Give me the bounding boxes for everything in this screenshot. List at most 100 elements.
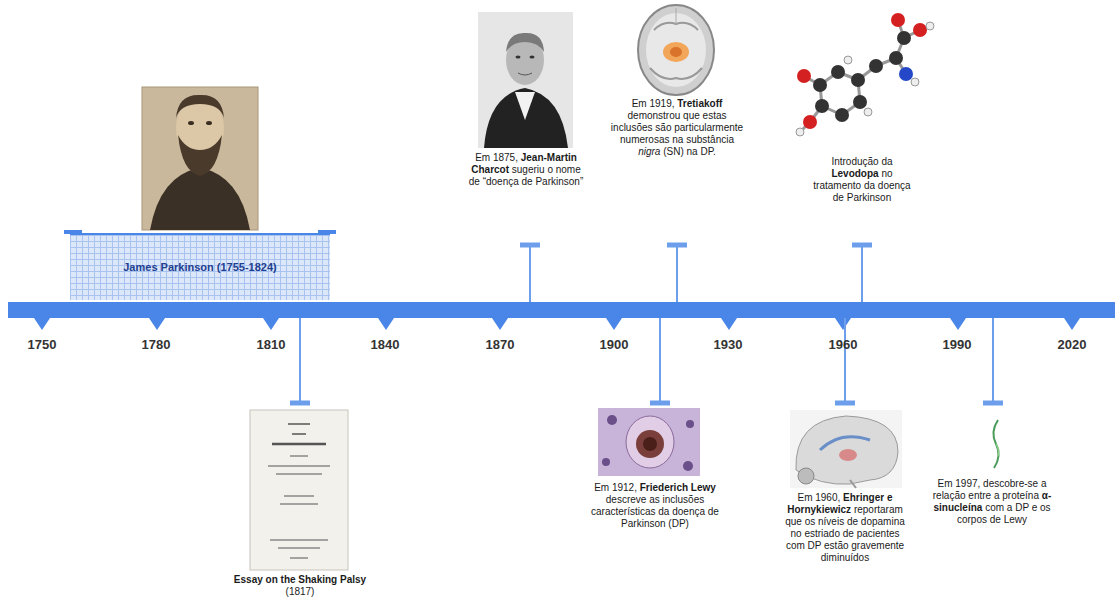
text-run: 1960, — [815, 492, 840, 503]
year-tick — [34, 318, 1080, 330]
text-run: diminuídos — [821, 552, 869, 563]
text-run: Parkinson — [847, 192, 891, 203]
text-run: 1919, — [649, 98, 674, 109]
text-run: Parkinson — [621, 518, 665, 529]
alpha-synuclein-strand — [993, 420, 998, 468]
text-run: Em — [594, 482, 609, 493]
text-run: a — [994, 490, 1000, 501]
text-run: Em — [632, 98, 647, 109]
text-run: com — [786, 540, 805, 551]
text-run: 1912, — [612, 482, 637, 493]
text-run: e — [887, 492, 893, 503]
year-label: 1900 — [584, 337, 644, 352]
text-run: no — [881, 168, 892, 179]
text-run: proteína — [1002, 490, 1039, 501]
text-run: Em — [797, 492, 812, 503]
text-run: de — [708, 506, 719, 517]
text-run: descreve — [606, 494, 647, 505]
year-label: 1870 — [470, 337, 530, 352]
portrait-charcot — [478, 12, 573, 148]
text-run: Lewy — [1004, 514, 1027, 525]
event-note: Em 1997, descobre-se a relação entre a p… — [924, 478, 1060, 526]
text-run: inclusões — [663, 494, 705, 505]
text-run: Hornykiewicz — [787, 504, 851, 515]
text-run: pacientes — [857, 528, 900, 539]
event-note: Em 1875, Jean-Martin Charcot sugeriu o n… — [466, 152, 586, 188]
text-run: os — [805, 516, 816, 527]
text-run: demonstrou — [628, 110, 681, 121]
event-note: Em 1919, Tretiakoff demonstrou que estas… — [610, 98, 744, 158]
essay-year: (1817) — [250, 586, 350, 598]
text-run: inclusões — [611, 122, 653, 133]
year-label: 1750 — [12, 337, 72, 352]
brain-axial-scan — [638, 5, 714, 95]
text-run: Em — [938, 478, 953, 489]
text-run: nome — [556, 164, 581, 175]
text-run: doença — [672, 506, 705, 517]
event-stem — [520, 245, 872, 303]
text-run: de — [990, 514, 1001, 525]
text-run: que — [785, 516, 802, 527]
year-label: 1990 — [927, 337, 987, 352]
year-label: 1930 — [698, 337, 758, 352]
text-run: de — [469, 176, 480, 187]
timeline-bar — [8, 302, 1115, 318]
text-run: nigra — [638, 146, 660, 157]
text-run: (DP) — [668, 518, 689, 529]
life-span-band: James Parkinson (1755-1824) — [70, 233, 330, 300]
text-run: de — [522, 176, 533, 187]
text-run: e — [1032, 502, 1038, 513]
text-run: na — [672, 134, 683, 145]
text-run: Introdução — [831, 156, 878, 167]
text-run: (SN) — [663, 146, 684, 157]
text-run: Parkinson” — [535, 176, 583, 187]
year-label: 1840 — [355, 337, 415, 352]
text-run: de — [847, 516, 858, 527]
text-run: Lewy — [691, 482, 716, 493]
text-run: reportaram — [854, 504, 903, 515]
text-run: estão — [824, 540, 848, 551]
text-run: descobre-se — [983, 478, 1038, 489]
text-run: no — [791, 528, 802, 539]
text-run: sugeriu — [512, 164, 545, 175]
text-run: os — [1040, 502, 1051, 513]
text-run: níveis — [818, 516, 844, 527]
text-run: gravemente — [851, 540, 904, 551]
year-label: 1810 — [241, 337, 301, 352]
text-run: Jean-Martin — [521, 152, 577, 163]
text-run: Levodopa — [831, 168, 878, 179]
text-run: que — [683, 110, 700, 121]
text-run: particularmente — [674, 122, 743, 133]
text-run: Tretiakoff — [677, 98, 722, 109]
text-run: de — [833, 192, 844, 203]
essay-page — [250, 410, 348, 570]
year-label: 1780 — [126, 337, 186, 352]
text-run: na — [687, 146, 698, 157]
event-stem — [290, 318, 1003, 403]
essay-title: Essay on the Shaking Palsy — [200, 574, 400, 586]
text-run: tratamento — [813, 180, 861, 191]
text-run: doença — [878, 180, 911, 191]
band-label: James Parkinson (1755-1824) — [115, 257, 284, 278]
year-label: 1960 — [813, 337, 873, 352]
text-run: Friederich — [640, 482, 688, 493]
text-run: DP — [808, 540, 822, 551]
text-run: da — [881, 156, 892, 167]
text-run: relação — [933, 490, 966, 501]
text-run: Charcot — [471, 164, 509, 175]
lewy-body-micrograph — [598, 408, 700, 476]
text-run: Ehringer — [843, 492, 884, 503]
text-run: a — [1007, 502, 1013, 513]
text-run: estriado — [804, 528, 840, 539]
text-run: 1997, — [955, 478, 980, 489]
text-run: características — [591, 506, 655, 517]
text-run: as — [649, 494, 660, 505]
text-run: o — [547, 164, 553, 175]
text-run: DP. — [700, 146, 715, 157]
text-run: Em — [475, 152, 490, 163]
text-run: de — [843, 528, 854, 539]
text-run: são — [655, 122, 671, 133]
text-run: numerosas — [620, 134, 669, 145]
event-note: Em 1960, Ehringer e Hornykiewicz reporta… — [780, 492, 910, 564]
